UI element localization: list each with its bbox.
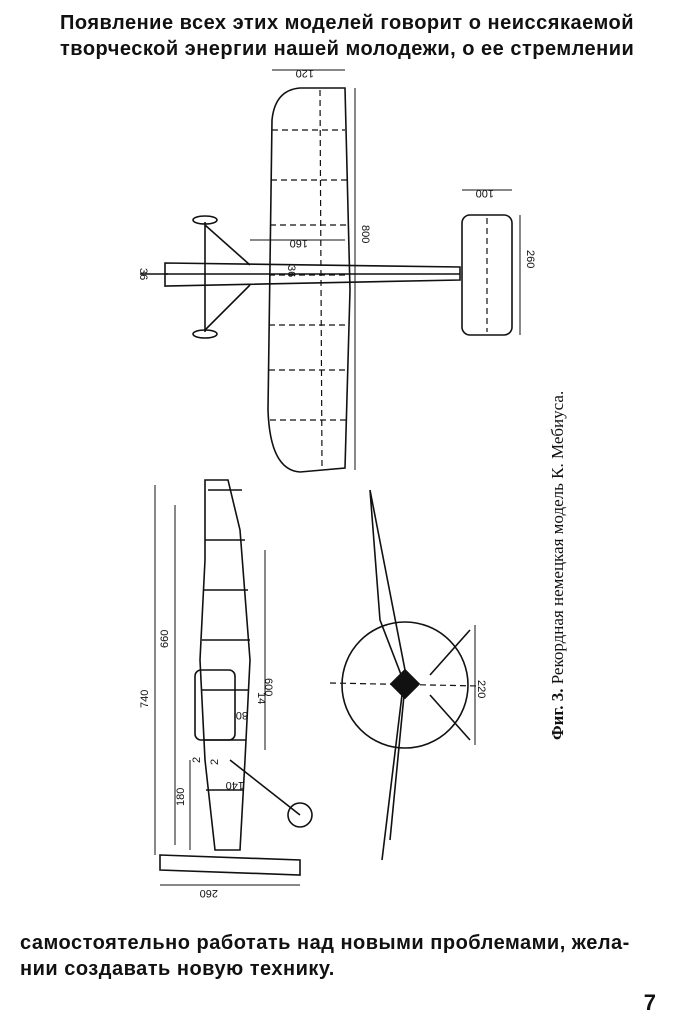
dim-nose-width: 36 [137, 268, 149, 280]
fuselage-side [199, 479, 251, 851]
figure-caption: Фиг. 3. Рекордная немецкая модель К. Меб… [528, 270, 568, 740]
top-line-2: творческой энергии нашей молодежи, о ее … [60, 38, 635, 60]
top-line-1: Появление всех этих моделей говорит о не… [60, 12, 634, 34]
caption-lead: Фиг. 3. [548, 688, 567, 740]
top-view [140, 69, 521, 473]
dim-rudder-length: 600 [262, 678, 274, 696]
model-drawing-figure: 120 800 160 36 36 100 260 740 6 [0, 60, 676, 920]
stabilizer [461, 214, 513, 336]
bottom-line-1: самостоятельно работать над новыми пробл… [20, 932, 630, 954]
dim-stab-chord: 100 [476, 187, 494, 199]
bottom-paragraph: самостоятельно работать над новыми пробл… [20, 930, 666, 982]
dim-small-b: 2 [209, 759, 221, 765]
dim-offset: 140 [226, 779, 244, 791]
dim-gear-height: 180 [175, 788, 187, 806]
page-number: 7 [643, 990, 656, 1015]
dim-wing-chord: 120 [296, 67, 314, 79]
top-paragraph: Появление всех этих моделей говорит о не… [60, 10, 670, 62]
dim-total-height: 740 [139, 690, 151, 708]
dim-base-width: 260 [200, 887, 218, 899]
side-view [154, 479, 313, 886]
dim-mid: 80 [236, 709, 248, 721]
front-view [329, 489, 481, 861]
dim-fuselage-inner: 36 [285, 265, 297, 277]
dim-stab-span: 260 [524, 250, 536, 268]
dim-small-a: 2 [191, 757, 203, 763]
wing-ribs [269, 89, 349, 469]
bottom-line-2: нии создавать новую технику. [20, 958, 335, 980]
fuselage-top [164, 262, 461, 287]
technical-drawing: 120 800 160 36 36 100 260 740 6 [137, 67, 536, 899]
caption-rest: Рекордная немецкая модель К. Мебиуса. [548, 390, 567, 689]
dim-fuselage-length: 660 [159, 630, 171, 648]
dim-prop-diameter: 220 [475, 680, 487, 698]
prop-disc [341, 621, 469, 749]
dim-strut: 14 [255, 692, 267, 704]
wheel [287, 802, 313, 828]
dim-fuselage-width: 160 [290, 237, 308, 249]
wing-outline [267, 87, 351, 473]
dim-wingspan: 800 [359, 225, 371, 243]
